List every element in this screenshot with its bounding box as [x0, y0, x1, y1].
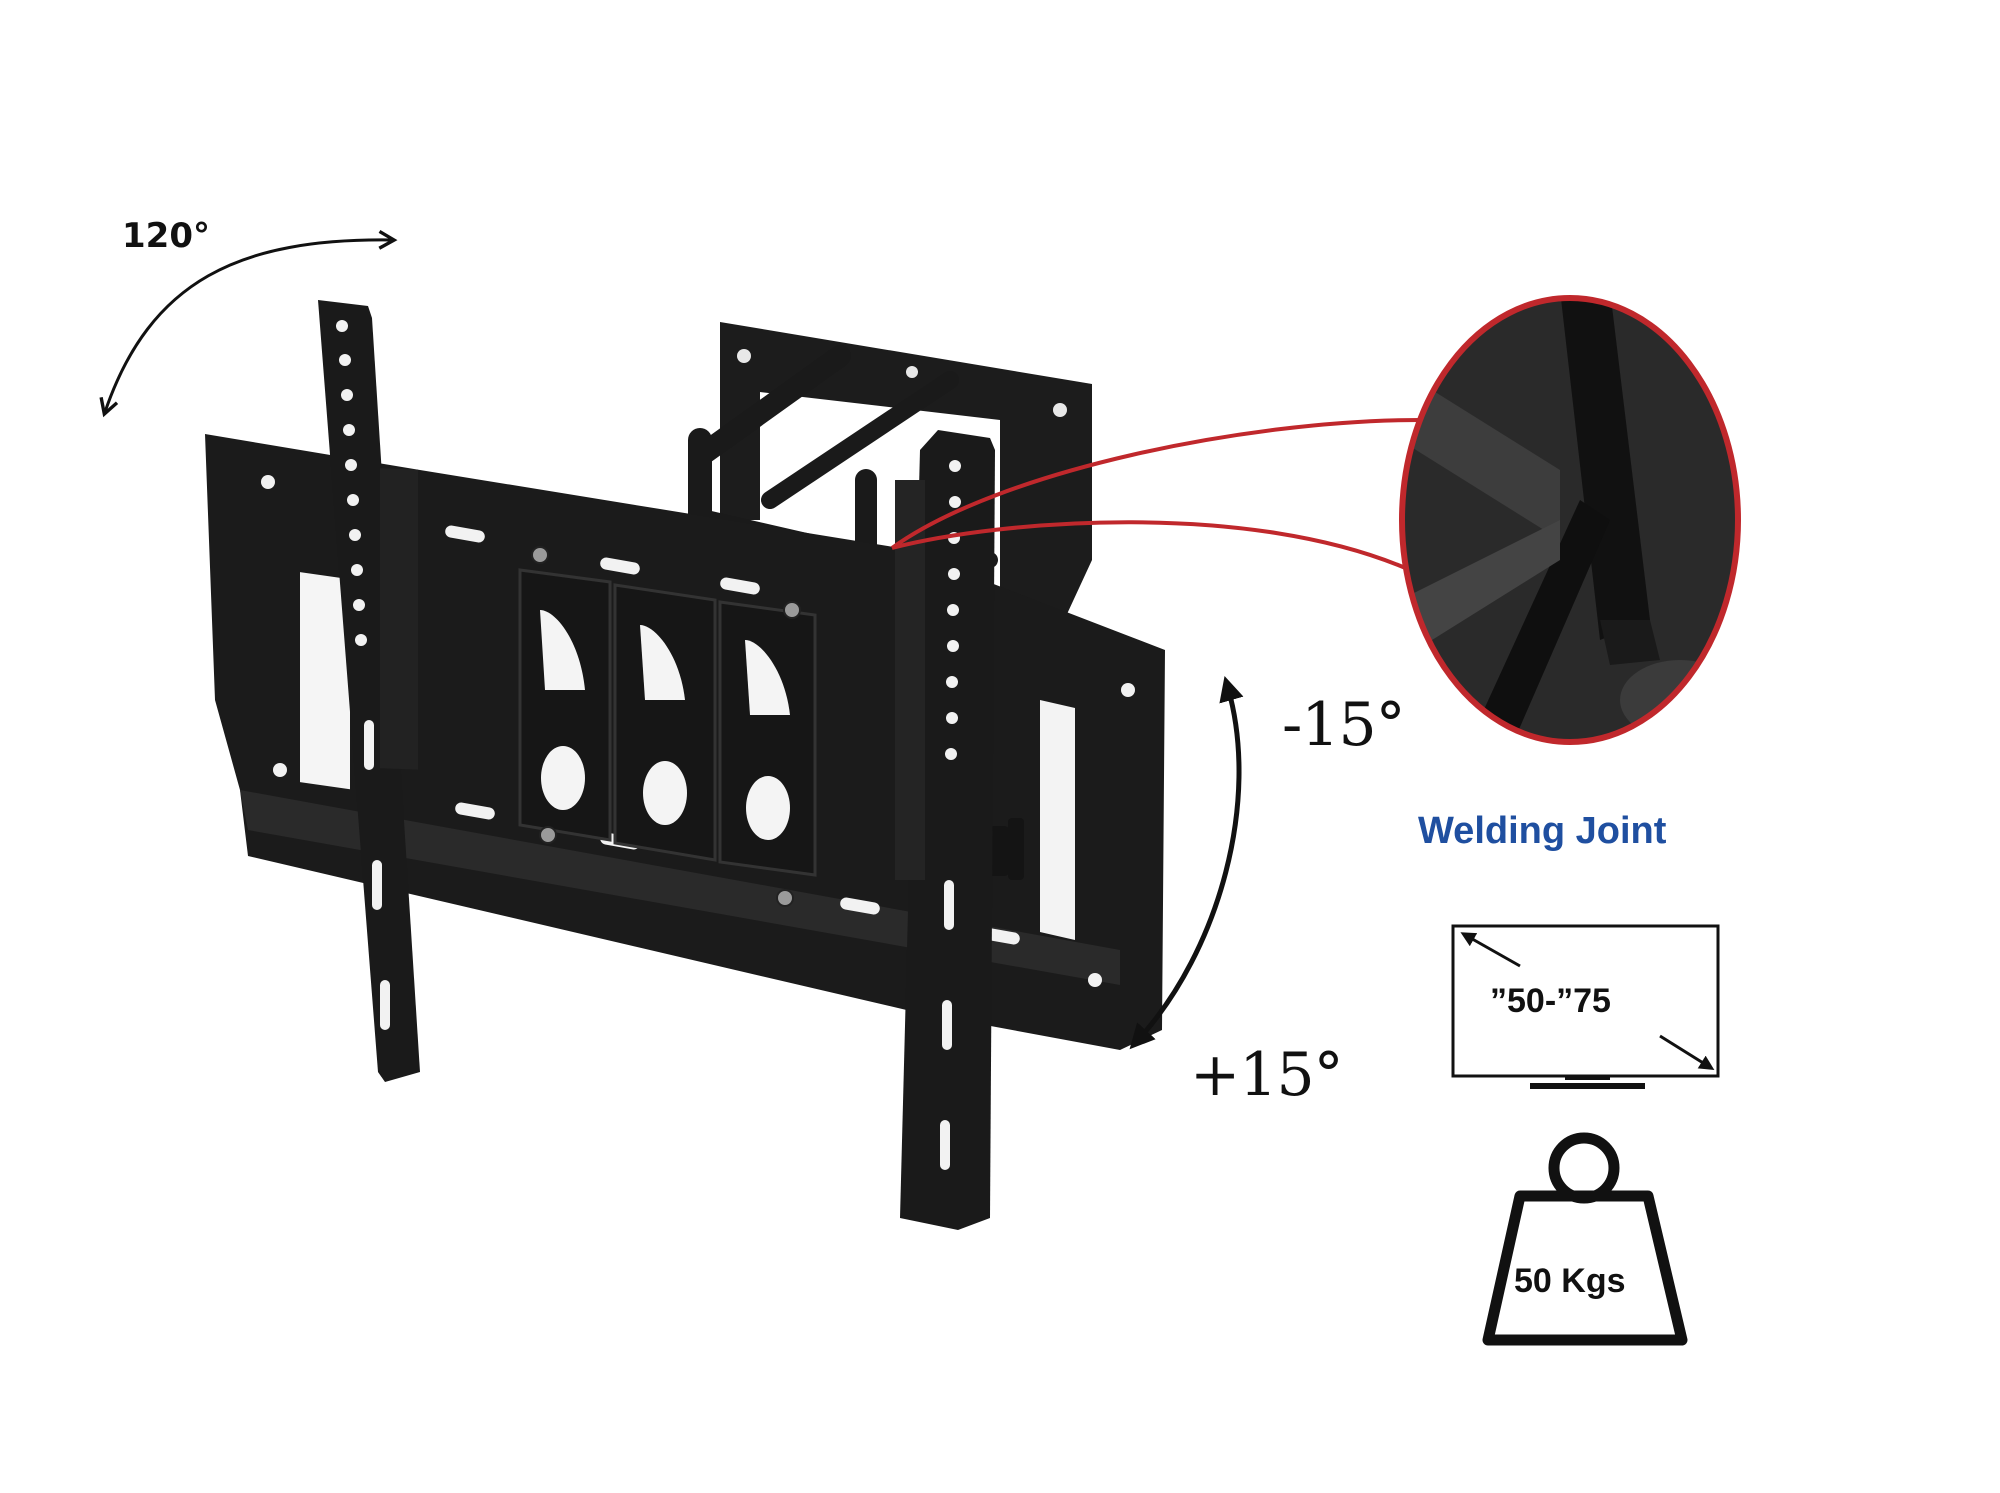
- screen-size-label: ”50-”75: [1490, 982, 1611, 1020]
- tilt-arrow-icon: [1129, 675, 1244, 1050]
- weight-capacity-label: 50 Kgs: [1514, 1262, 1626, 1300]
- welding-joint-callout-icon: [890, 295, 1741, 745]
- tv-diagonal-icon: [1451, 924, 1720, 1089]
- rotation-angle-label: 120°: [122, 216, 210, 256]
- welding-joint-label: Welding Joint: [1418, 810, 1667, 852]
- tilt-up-angle-label: -15°: [1282, 690, 1406, 760]
- tilt-down-angle-label: +15°: [1190, 1040, 1344, 1110]
- wall-plate: [720, 322, 1092, 640]
- left-vertical-rail: [318, 300, 420, 1082]
- plate-cutouts: [540, 610, 790, 840]
- screws: [531, 546, 801, 907]
- rotation-arrow-icon: [99, 229, 398, 418]
- kettlebell-weight-icon: [1482, 1132, 1688, 1346]
- right-vertical-rail: [895, 430, 995, 1230]
